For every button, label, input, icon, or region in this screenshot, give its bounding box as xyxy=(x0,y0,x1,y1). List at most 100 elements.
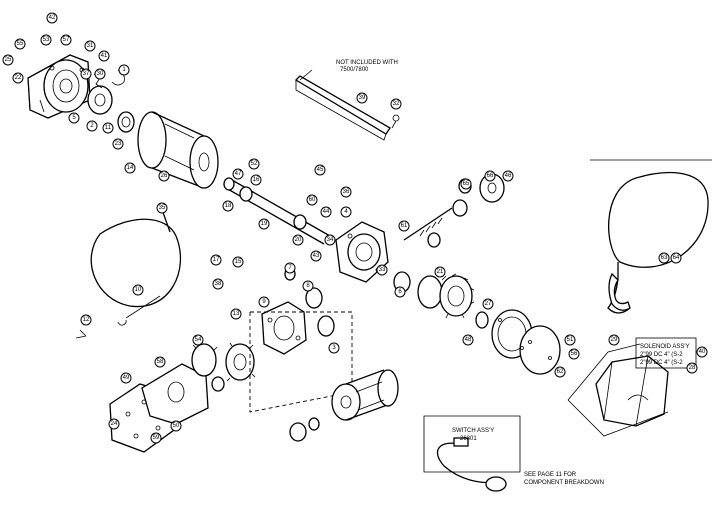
svg-text:3: 3 xyxy=(332,345,336,351)
callout: 13 xyxy=(230,308,242,320)
callout: 41 xyxy=(98,50,110,62)
svg-text:64: 64 xyxy=(673,255,680,261)
drive-shaft xyxy=(223,177,331,245)
svg-text:5: 5 xyxy=(72,115,76,121)
callout: 44 xyxy=(320,206,332,218)
svg-text:34: 34 xyxy=(327,237,334,243)
callout: 50 xyxy=(170,420,182,432)
svg-text:27: 27 xyxy=(485,301,492,307)
motor-group-dashed-outline xyxy=(249,311,353,413)
svg-text:38: 38 xyxy=(215,281,222,287)
planetary-gear-set-left xyxy=(191,342,256,392)
callout: 47 xyxy=(232,168,244,180)
svg-text:56: 56 xyxy=(571,351,578,357)
svg-text:46: 46 xyxy=(505,173,512,179)
svg-text:11: 11 xyxy=(105,125,112,131)
callout: 5 xyxy=(68,112,80,124)
brake-parts xyxy=(87,69,135,133)
svg-text:43: 43 xyxy=(313,253,320,259)
svg-text:39: 39 xyxy=(359,95,366,101)
callout: 58 xyxy=(154,356,166,368)
svg-text:12: 12 xyxy=(83,317,90,323)
not-included-line2: 7500/7800 xyxy=(340,67,369,73)
svg-text:60: 60 xyxy=(309,197,316,203)
callout: 7 xyxy=(284,262,296,274)
svg-text:24: 24 xyxy=(111,421,118,427)
callout: 17 xyxy=(210,254,222,266)
callout: 56 xyxy=(568,348,580,360)
electric-motor xyxy=(331,369,399,421)
callout: 14 xyxy=(124,162,136,174)
callout: 49 xyxy=(120,372,132,384)
svg-text:16: 16 xyxy=(253,177,260,183)
switch-line2: 26301 xyxy=(460,436,477,442)
callout: 34 xyxy=(324,234,336,246)
svg-text:2: 2 xyxy=(90,123,94,129)
svg-text:57: 57 xyxy=(63,37,70,43)
callout: 18 xyxy=(222,200,234,212)
svg-text:52: 52 xyxy=(251,161,258,167)
switch-line1: SWITCH ASS'Y xyxy=(452,428,494,434)
svg-text:35: 35 xyxy=(159,205,166,211)
solenoid-line3: 2"99 DC 4" (S-2 xyxy=(640,360,683,366)
svg-text:65: 65 xyxy=(463,181,470,187)
mounting-bracket xyxy=(294,69,400,141)
callout: 43 xyxy=(310,250,322,262)
callout: 52 xyxy=(248,158,260,170)
svg-text:58: 58 xyxy=(157,359,164,365)
callout: 22 xyxy=(12,72,24,84)
callout: 25 xyxy=(2,54,14,66)
callout: 53 xyxy=(40,34,52,46)
svg-text:49: 49 xyxy=(123,375,130,381)
callout: 8 xyxy=(302,280,314,292)
svg-text:62: 62 xyxy=(557,369,564,375)
callout: 12 xyxy=(80,314,92,326)
svg-text:18: 18 xyxy=(225,203,232,209)
callout: 64 xyxy=(670,252,682,264)
svg-text:47: 47 xyxy=(235,171,242,177)
svg-text:7: 7 xyxy=(288,265,292,271)
callout: 23 xyxy=(112,138,124,150)
callout: 1 xyxy=(118,64,130,76)
callout: 48 xyxy=(462,334,474,346)
callout: 30 xyxy=(94,68,106,80)
callout: 60 xyxy=(306,194,318,206)
svg-text:41: 41 xyxy=(101,53,108,59)
callout: 45 xyxy=(314,164,326,176)
svg-text:61: 61 xyxy=(401,223,408,229)
svg-text:15: 15 xyxy=(235,259,242,265)
callout: 65 xyxy=(460,178,472,190)
callout: 63 xyxy=(658,252,670,264)
see-page-line2: COMPONENT BREAKDOWN xyxy=(524,480,604,486)
callout: 19 xyxy=(258,218,270,230)
svg-text:10: 10 xyxy=(135,287,142,293)
callout: 36 xyxy=(340,186,352,198)
cable-assembly-left xyxy=(75,203,181,339)
callout: 24 xyxy=(108,418,120,430)
svg-text:9: 9 xyxy=(262,299,266,305)
callout: 21 xyxy=(434,266,446,278)
svg-text:19: 19 xyxy=(261,221,268,227)
svg-text:48: 48 xyxy=(465,337,472,343)
switch-assembly-box xyxy=(423,415,521,492)
svg-text:13: 13 xyxy=(233,311,240,317)
callout: 16 xyxy=(250,174,262,186)
svg-text:50: 50 xyxy=(173,423,180,429)
solenoid-line1: SOLENOID ASS'Y xyxy=(640,344,690,350)
svg-text:23: 23 xyxy=(115,141,122,147)
svg-text:20: 20 xyxy=(295,237,302,243)
callout: 55 xyxy=(14,38,26,50)
svg-text:63: 63 xyxy=(661,255,668,261)
callout: 54 xyxy=(192,334,204,346)
winch-drum xyxy=(137,111,219,189)
svg-text:4: 4 xyxy=(344,209,348,215)
callout: 27 xyxy=(482,298,494,310)
svg-text:37: 37 xyxy=(83,71,90,77)
callout: 62 xyxy=(554,366,566,378)
callout: 42 xyxy=(46,12,58,24)
svg-text:32: 32 xyxy=(393,101,400,107)
callout: 59 xyxy=(150,432,162,444)
svg-text:17: 17 xyxy=(213,257,220,263)
svg-text:55: 55 xyxy=(17,41,24,47)
